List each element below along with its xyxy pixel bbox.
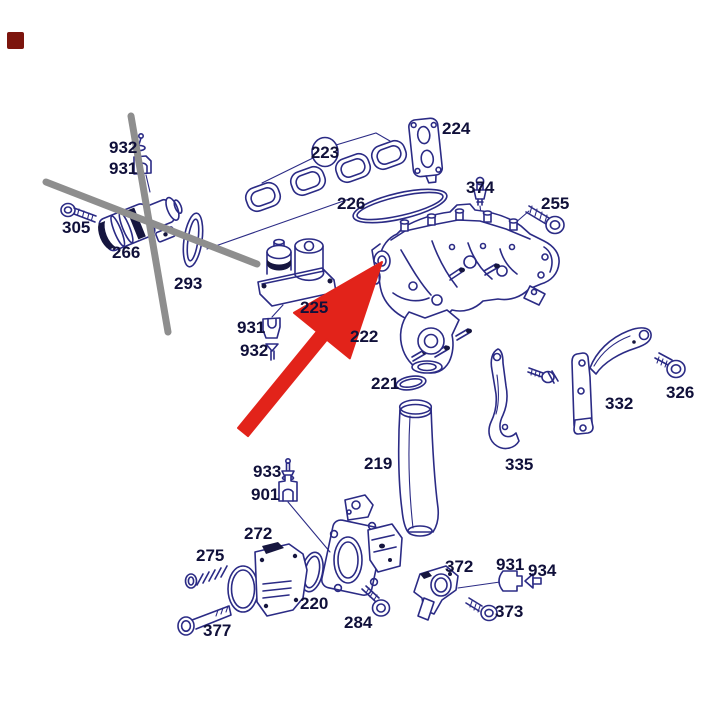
callout-284: 284 <box>344 613 373 632</box>
callout-224: 224 <box>442 119 471 138</box>
callout-332: 332 <box>605 394 633 413</box>
callout-266: 266 <box>112 243 140 262</box>
bolt-377-icon <box>177 605 232 636</box>
bolt-373-icon <box>465 597 498 622</box>
callout-335: 335 <box>505 455 533 474</box>
sensor-374-icon <box>473 176 487 215</box>
callout-934: 934 <box>528 561 557 580</box>
callout-374: 374 <box>466 178 495 197</box>
gasket-224-icon <box>408 117 444 184</box>
corner-marker-square <box>7 32 24 49</box>
callout-220: 220 <box>300 594 328 613</box>
callout-226: 226 <box>337 194 365 213</box>
callout-circle-223 <box>311 136 339 168</box>
bracket-931-mid-icon <box>262 317 281 339</box>
callout-933: 933 <box>253 462 281 481</box>
bracket-931-bottom-icon <box>498 570 523 592</box>
bolt-305-icon <box>60 202 97 223</box>
throttle-body-272-drawing <box>227 542 308 617</box>
callout-931-bottom: 931 <box>496 555 524 574</box>
callout-272: 272 <box>244 524 272 543</box>
callout-293: 293 <box>174 274 202 293</box>
egr-valve-225-drawing <box>257 238 337 318</box>
callout-932-mid: 932 <box>240 341 268 360</box>
bracket-901-icon <box>278 474 331 553</box>
bracket-332-drawing <box>571 327 652 435</box>
callout-222: 222 <box>350 327 378 346</box>
oval-seal-226-icon <box>352 188 448 224</box>
callout-372: 372 <box>445 557 473 576</box>
throttle-flange-drawing <box>320 494 403 596</box>
bracket-335-drawing <box>488 348 520 450</box>
callout-labels: 932 931 305 266 293 223 224 226 374 255 … <box>62 119 694 640</box>
bolt-326-icon <box>654 352 686 379</box>
callout-901: 901 <box>251 485 279 504</box>
callout-275: 275 <box>196 546 224 565</box>
bolt-255-icon <box>513 205 565 235</box>
callout-932-top: 932 <box>109 138 137 157</box>
callout-373: 373 <box>495 602 523 621</box>
plug-934-icon <box>524 573 542 589</box>
callout-221: 221 <box>371 374 399 393</box>
callout-255: 255 <box>541 194 569 213</box>
callout-219: 219 <box>364 454 392 473</box>
screw-932-mid-icon <box>265 343 279 361</box>
bolt-between-brackets-icon <box>527 367 559 384</box>
intake-manifold-drawing <box>371 203 560 374</box>
map-sensor-372-drawing <box>413 565 501 621</box>
gasket-223-set <box>244 132 408 213</box>
bolt-284-icon <box>361 585 391 617</box>
red-pointer-arrow <box>237 261 383 438</box>
charge-pipe-219-drawing <box>397 399 440 537</box>
spring-screw-275-icon <box>184 565 228 589</box>
o-ring-220-icon <box>300 551 324 593</box>
callout-377: 377 <box>203 621 231 640</box>
callout-931-top: 931 <box>109 159 137 178</box>
cross-out-mark <box>42 112 261 336</box>
callout-326: 326 <box>666 383 694 402</box>
callout-305: 305 <box>62 218 90 237</box>
callout-223: 223 <box>311 143 339 162</box>
leader-line-293-to-manifold <box>206 197 353 250</box>
callout-931-mid: 931 <box>237 318 265 337</box>
callout-225: 225 <box>300 298 328 317</box>
o-ring-221-icon <box>395 375 427 391</box>
manifold-studs <box>411 263 500 362</box>
manifold-bolt-towers <box>399 208 519 232</box>
